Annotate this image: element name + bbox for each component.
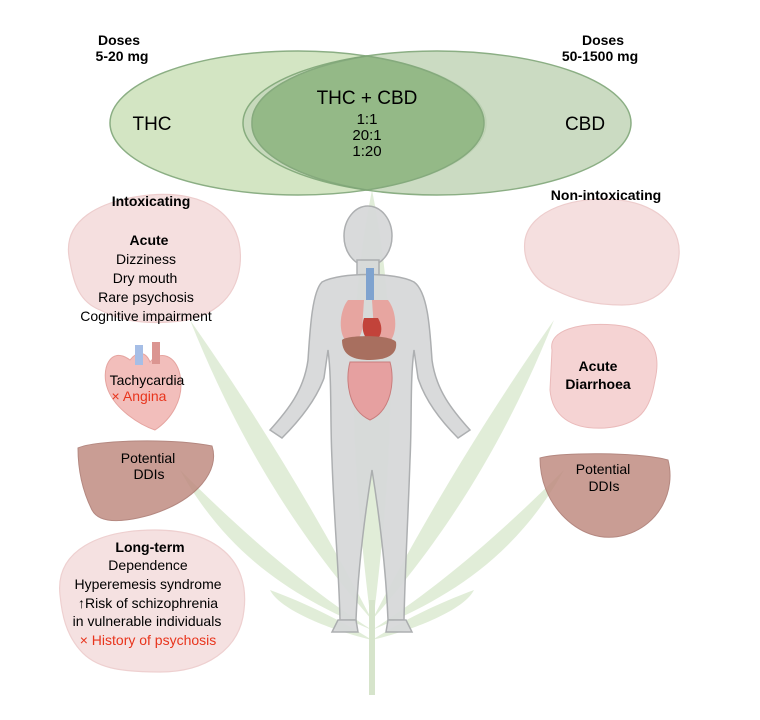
longterm-item: Hyperemesis syndrome xyxy=(74,576,221,592)
left-acute-item: Rare psychosis xyxy=(98,289,194,305)
doses-right-range: 50-1500 mg xyxy=(562,48,638,64)
right-acute-item: Diarrhoea xyxy=(565,376,631,392)
doses-right-title: Doses xyxy=(582,32,624,48)
brain-left-lower-illustration xyxy=(59,529,246,673)
left-acute-item: Cognitive impairment xyxy=(80,308,212,324)
longterm-item: in vulnerable individuals xyxy=(73,613,222,629)
right-liver-label: Potential xyxy=(576,461,630,477)
non-intoxicating-heading: Non-intoxicating xyxy=(551,187,661,203)
overlap-region xyxy=(251,55,485,191)
ratio-3: 1:20 xyxy=(352,143,381,160)
contra-icon: × xyxy=(112,388,120,404)
thc-label: THC xyxy=(132,114,171,135)
brain-left-illustration xyxy=(67,193,241,324)
longterm-title: Long-term xyxy=(115,539,184,555)
left-liver-label: DDIs xyxy=(133,466,164,482)
contra-icon: × xyxy=(80,632,88,648)
liver-left-illustration xyxy=(77,440,214,522)
left-acute-item: Dry mouth xyxy=(113,270,178,286)
left-acute-title: Acute xyxy=(130,232,169,248)
venn-diagram xyxy=(109,50,632,196)
organs-illustration xyxy=(340,268,397,421)
psychosis-contra: × History of psychosis xyxy=(80,632,217,648)
thc-cbd-label: THC + CBD xyxy=(317,88,418,109)
doses-left-range: 5-20 mg xyxy=(96,48,149,64)
heart-illustration xyxy=(104,342,182,431)
cbd-label: CBD xyxy=(565,114,605,135)
longterm-item: Dependence xyxy=(108,557,188,573)
intoxicating-heading: Intoxicating xyxy=(112,193,191,209)
tachycardia-label: Tachycardia xyxy=(110,372,185,388)
intestine-illustration xyxy=(549,323,658,429)
right-liver-label: DDIs xyxy=(588,478,619,494)
doses-left-title: Doses xyxy=(98,32,140,48)
human-body-illustration xyxy=(268,205,472,633)
left-acute-item: Dizziness xyxy=(116,251,176,267)
brain-right-illustration xyxy=(523,198,680,306)
up-arrow-icon: ↑ xyxy=(78,595,85,611)
ratio-1: 1:1 xyxy=(357,111,378,128)
angina-contra: × Angina xyxy=(112,388,167,404)
ratio-2: 20:1 xyxy=(352,127,381,144)
longterm-item: ↑Risk of schizophrenia xyxy=(78,595,218,611)
right-acute-title: Acute xyxy=(579,358,618,374)
left-liver-label: Potential xyxy=(121,450,175,466)
liver-right-illustration xyxy=(539,453,671,538)
